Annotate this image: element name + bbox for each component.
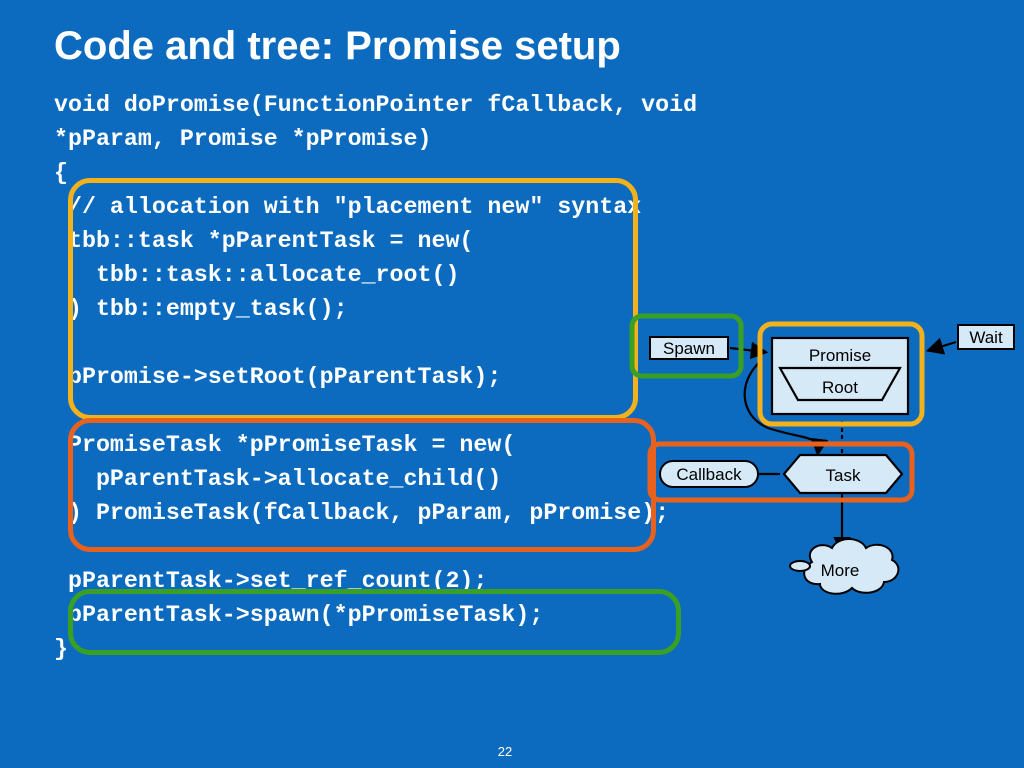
code-line: *pParam, Promise *pPromise) (54, 126, 432, 152)
slide-title: Code and tree: Promise setup (54, 24, 621, 68)
promise-root-highlight (757, 321, 925, 427)
task-node (782, 453, 904, 495)
callback-label: Callback (676, 465, 742, 484)
code-line: // allocation with "placement new" synta… (54, 194, 642, 220)
code-line (54, 394, 697, 428)
slide-number: 22 (497, 744, 513, 759)
code-line: } (54, 636, 68, 662)
code-line: tbb::task *pParentTask = new( (54, 228, 474, 254)
code-line: pPromise->setRoot(pParentTask); (54, 364, 502, 390)
more-cloud-icon (789, 538, 900, 595)
code-line: pParentTask->set_ref_count(2); (54, 568, 488, 594)
root-label: Root (822, 378, 858, 397)
promise-label: Promise (809, 346, 871, 365)
spawn-node (649, 336, 729, 360)
code-block: void doPromise(FunctionPointer fCallback… (54, 88, 697, 666)
callback-task-highlight (647, 441, 915, 503)
code-line: void doPromise(FunctionPointer fCallback… (54, 92, 698, 118)
spawn-label: Spawn (663, 339, 715, 358)
more-label: More (821, 561, 860, 580)
spawn-highlight (629, 313, 744, 379)
code-line: ) PromiseTask(fCallback, pParam, pPromis… (54, 500, 670, 526)
callback-node (659, 460, 759, 488)
task-tree-diagram: Spawn Wait Promise Root Callback Task Mo… (629, 313, 1015, 595)
code-line: pParentTask->allocate_child() (54, 466, 502, 492)
code-line: PromiseTask *pPromiseTask = new( (54, 432, 516, 458)
code-line (54, 326, 697, 360)
root-node (778, 366, 902, 402)
task-label: Task (826, 466, 861, 485)
code-line: pParentTask->spawn(*pPromiseTask); (54, 602, 544, 628)
code-line (54, 530, 697, 564)
wait-label: Wait (969, 328, 1003, 347)
code-line: { (54, 160, 68, 186)
code-line: ) tbb::empty_task(); (54, 296, 348, 322)
code-line: tbb::task::allocate_root() (54, 262, 460, 288)
wait-node (957, 324, 1015, 350)
